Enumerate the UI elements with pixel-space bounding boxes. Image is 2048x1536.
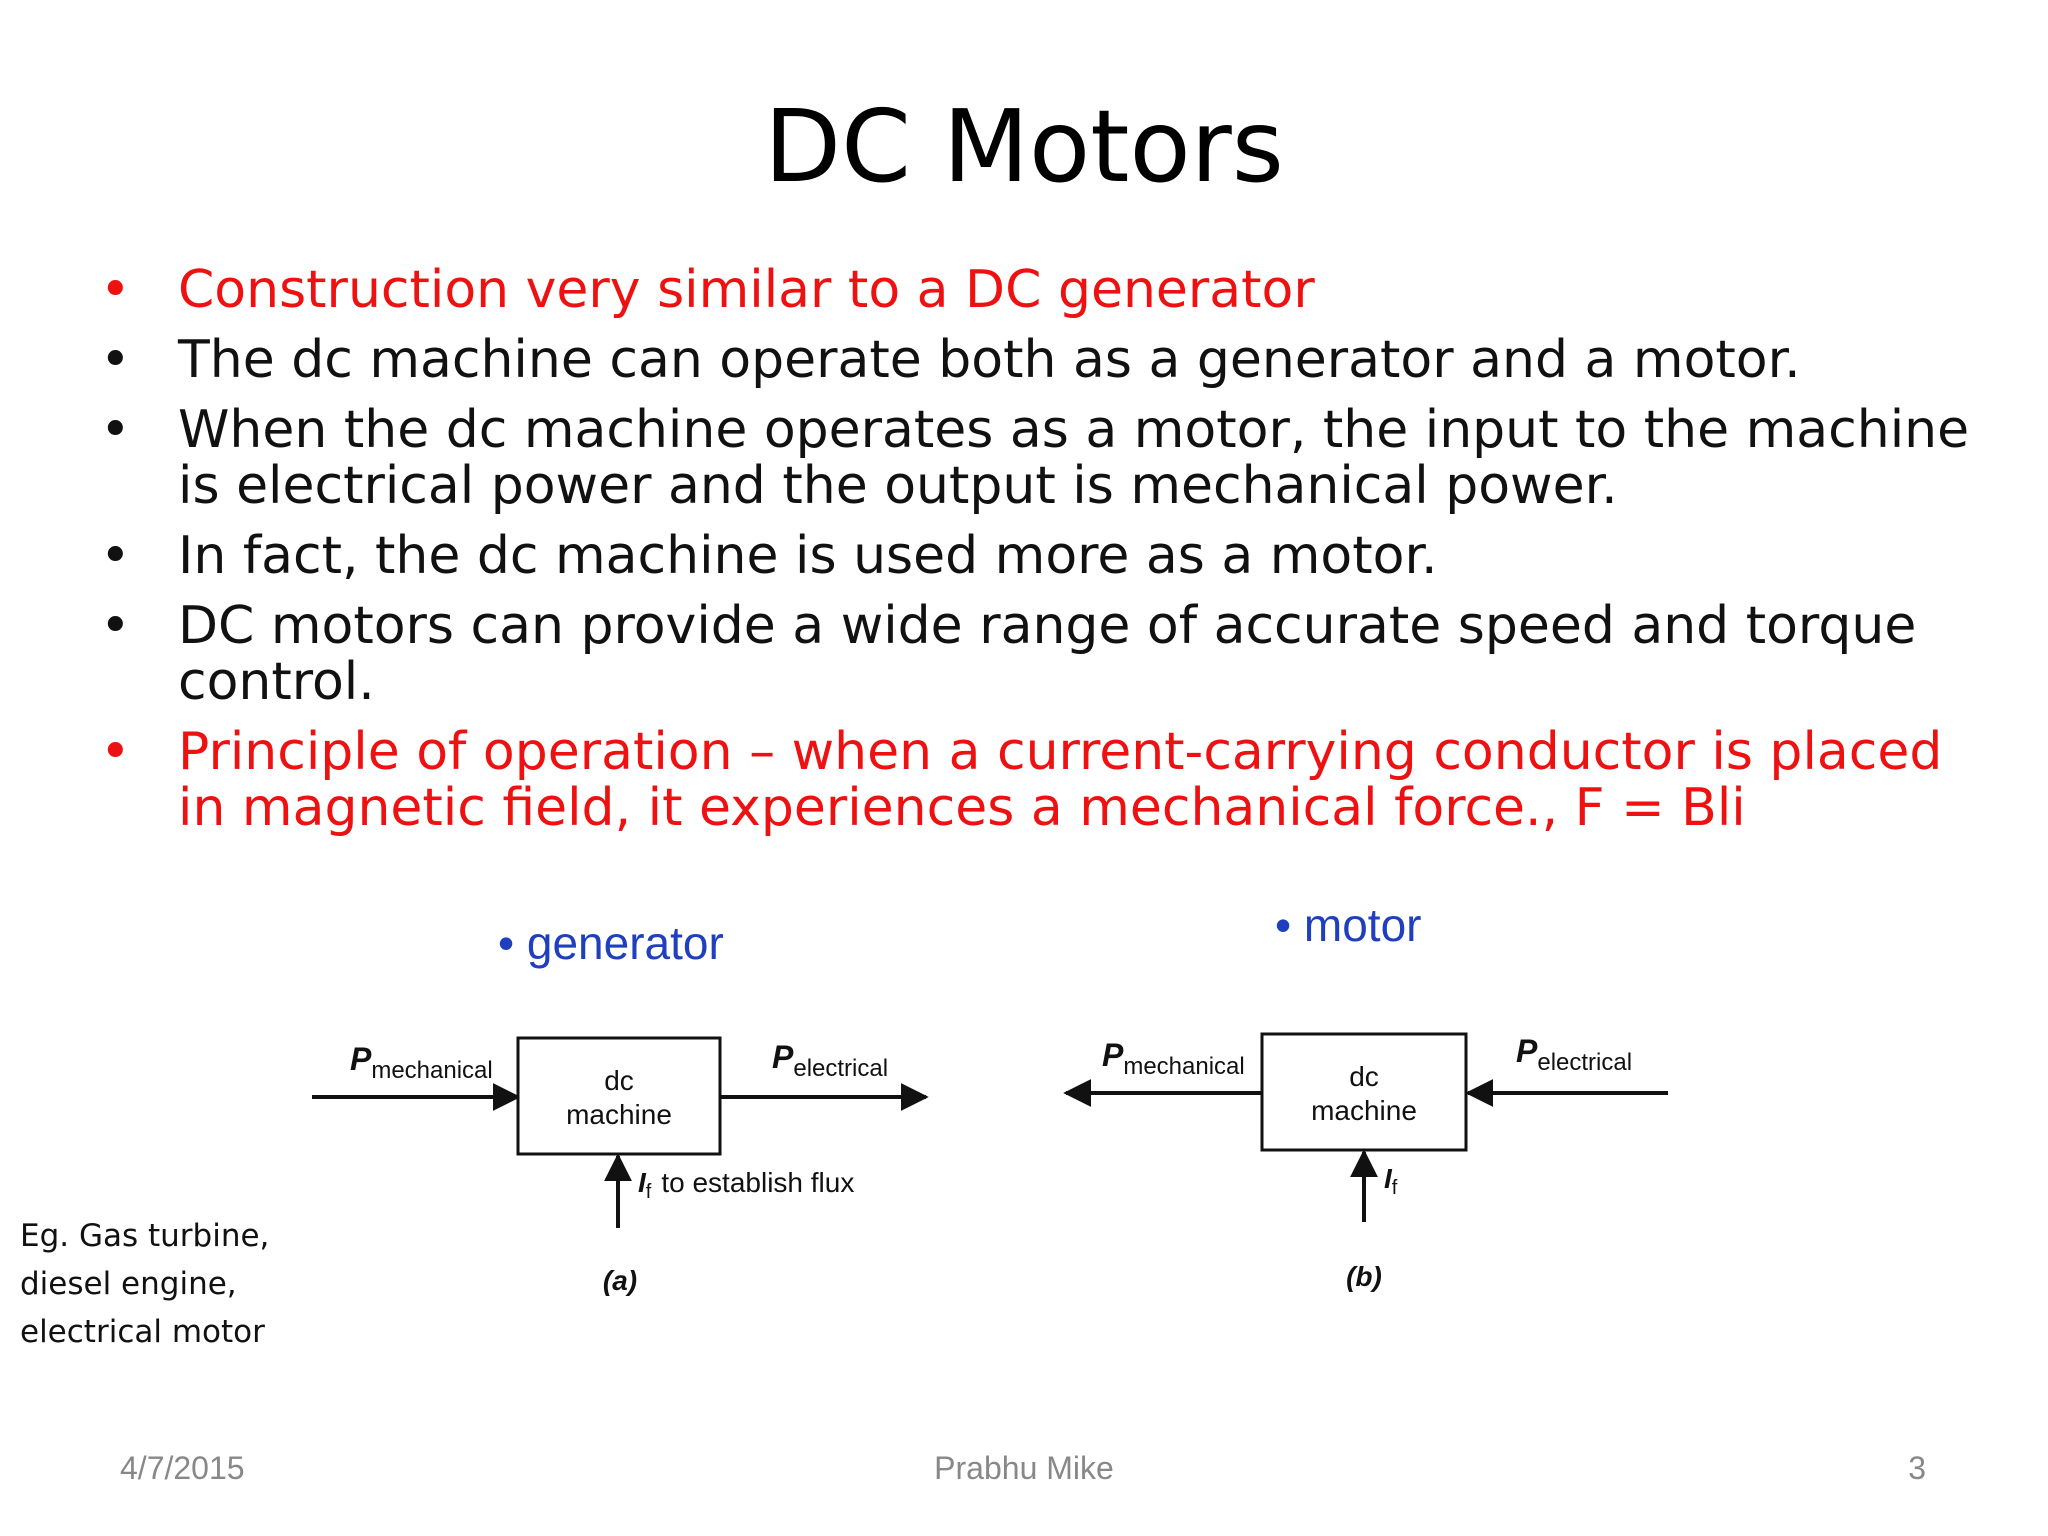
box-line2: machine [1311, 1095, 1417, 1126]
bullet-item: • The dc machine can operate both as a g… [100, 332, 1980, 388]
label-p-electrical: Pelectrical [1516, 1033, 1632, 1076]
bullet-dot: • [100, 526, 131, 586]
label-p-mechanical: Pmechanical [350, 1041, 493, 1084]
bullet-dot: • [100, 722, 131, 782]
caption-a: (a) [603, 1265, 637, 1296]
bullet-dot: • [100, 330, 131, 390]
bullet-item: • DC motors can provide a wide range of … [100, 598, 1980, 710]
footer-author: Prabhu Mike [934, 1450, 1114, 1486]
bullet-item: • In fact, the dc machine is used more a… [100, 528, 1980, 584]
bullet-text: Principle of operation – when a current-… [178, 722, 1943, 838]
bullet-list: • Construction very similar to a DC gene… [100, 262, 1980, 850]
footer-page-number: 3 [1908, 1450, 1926, 1486]
generator-label: • generator [498, 917, 724, 969]
label-p-electrical: Pelectrical [772, 1039, 888, 1082]
side-note-line: electrical motor [20, 1314, 265, 1350]
label-p-mechanical: Pmechanical [1102, 1037, 1245, 1080]
slide-title: DC Motors [764, 88, 1284, 205]
bullet-text: DC motors can provide a wide range of ac… [178, 596, 1917, 712]
bullet-dot: • [100, 596, 131, 656]
side-note-line: Eg. Gas turbine, [20, 1218, 270, 1254]
side-note: Eg. Gas turbine, diesel engine, electric… [20, 1212, 340, 1356]
bullet-item: • When the dc machine operates as a moto… [100, 402, 1980, 514]
bullet-item: • Construction very similar to a DC gene… [100, 262, 1980, 318]
box-line1: dc [1349, 1061, 1379, 1092]
caption-b: (b) [1346, 1261, 1382, 1292]
dc-machine-box [1260, 1032, 1468, 1152]
bullet-dot: • [100, 400, 131, 460]
label-field-current: If [1384, 1163, 1398, 1199]
diagram-b: Pmechanical dc machine Pelectrical If (b… [1063, 1032, 1668, 1292]
bullet-dot: • [100, 260, 131, 320]
box-line1: dc [604, 1065, 634, 1096]
motor-label: • motor [1275, 899, 1422, 951]
side-note-line: diesel engine, [20, 1266, 237, 1302]
bullet-text: In fact, the dc machine is used more as … [178, 526, 1438, 586]
bullet-text: The dc machine can operate both as a gen… [178, 330, 1801, 390]
bullet-item: • Principle of operation – when a curren… [100, 724, 1980, 836]
bullet-text: When the dc machine operates as a motor,… [178, 400, 1970, 516]
footer-date: 4/7/2015 [120, 1450, 245, 1486]
dc-machine-box [516, 1036, 722, 1156]
bullet-text: Construction very similar to a DC genera… [178, 260, 1315, 320]
box-line2: machine [566, 1099, 672, 1130]
